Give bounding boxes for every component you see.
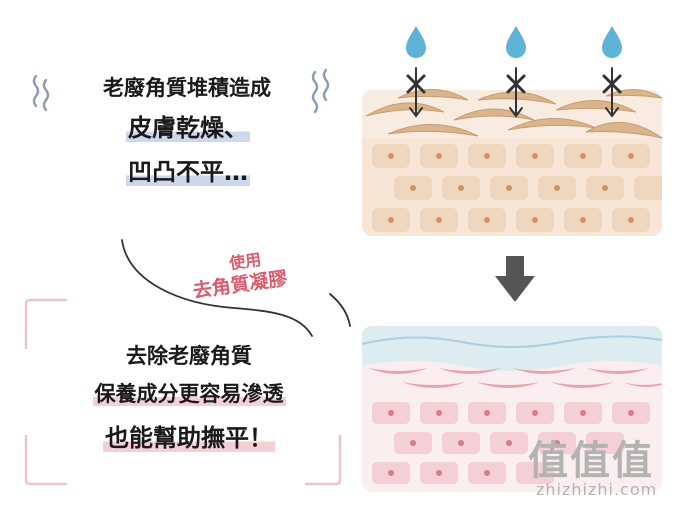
after-line-2: 保養成分更容易滲透	[92, 382, 286, 406]
text-frame-brackets	[24, 298, 342, 486]
before-line-2: 皮膚乾燥、	[126, 114, 250, 142]
rough-skin-layer-illustration	[362, 26, 663, 236]
after-line-3: 也能幫助撫平！	[103, 424, 275, 452]
smooth-skin-layer-illustration	[362, 326, 662, 492]
callout-curve	[121, 239, 351, 337]
arrow-down-icon	[495, 256, 535, 302]
before-line-1: 老廢角質堆積造成	[103, 76, 271, 100]
wavy-lines-right-icon	[311, 68, 330, 114]
watermark-url: zhizhizhi.com	[536, 480, 658, 499]
wavy-lines-left-icon	[32, 74, 50, 112]
after-line-1: 去除老廢角質	[126, 344, 252, 368]
before-line-3: 凹凸不平…	[126, 158, 250, 186]
watermark-logo: 值值值	[528, 438, 654, 484]
